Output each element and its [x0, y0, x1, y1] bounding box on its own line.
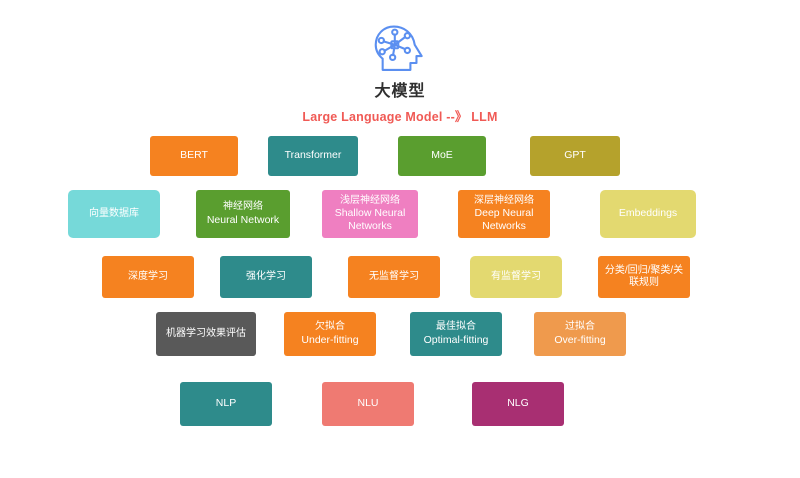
node-label: 深度学习 — [128, 271, 168, 284]
node-label-line: NLU — [357, 397, 379, 410]
node-nlu[interactable]: NLU — [322, 382, 414, 426]
node-nlg[interactable]: NLG — [472, 382, 564, 426]
page-subtitle: Large Language Model --》 LLM — [302, 110, 498, 124]
node-label: 强化学习 — [246, 271, 286, 284]
node-label-line: Shallow Neural — [334, 207, 406, 220]
node-reinforcement-learning[interactable]: 强化学习 — [220, 256, 312, 298]
node-label-line: Embeddings — [618, 207, 678, 220]
node-label-line: NLG — [507, 397, 529, 410]
node-label-line: 深度学习 — [128, 270, 168, 282]
node-label: Transformer — [285, 149, 342, 162]
brain-network-icon — [374, 25, 423, 71]
node-label-line: MoE — [431, 149, 453, 162]
node-label-line: Neural Network — [206, 213, 280, 226]
node-label: NLU — [357, 397, 378, 410]
node-label-line: GPT — [564, 149, 586, 162]
node-label-line: 强化学习 — [246, 270, 286, 282]
node-vector-database[interactable]: 向量数据库 — [68, 190, 160, 238]
node-label: NLP — [216, 397, 236, 410]
node-transformer[interactable]: Transformer — [268, 136, 358, 176]
node-label-line: Networks — [482, 220, 526, 233]
node-supervised-learning[interactable]: 有监督学习 — [470, 256, 562, 298]
node-label: 机器学习效果评估 — [166, 328, 246, 341]
page-header: 大模型 Large Language Model --》 LLM — [0, 24, 800, 125]
node-label: GPT — [564, 149, 586, 162]
node-label: 分类/回归/聚类/关联规则 — [605, 265, 683, 290]
node-label-line: Optimal-fitting — [423, 333, 489, 346]
node-label-line: 有监督学习 — [491, 270, 541, 282]
node-label-line: 神经网络 — [222, 201, 263, 213]
node-label-line: 浅层神经网络 — [340, 194, 400, 206]
node-label-line: Deep Neural — [474, 207, 534, 220]
node-label-line: Networks — [348, 220, 392, 233]
node-label-line: BERT — [180, 149, 208, 162]
node-label: NLG — [507, 397, 529, 410]
node-label: Embeddings — [619, 207, 677, 220]
node-label-line: Transformer — [284, 149, 342, 162]
node-label-line: Under-fitting — [301, 333, 359, 346]
node-unsupervised-learning[interactable]: 无监督学习 — [348, 256, 440, 298]
node-label: MoE — [431, 149, 453, 162]
node-moe[interactable]: MoE — [398, 136, 486, 176]
node-tasks[interactable]: 分类/回归/聚类/关联规则 — [598, 256, 690, 298]
node-label-line: 最佳拟合 — [436, 321, 476, 333]
node-label: 无监督学习 — [369, 271, 419, 284]
node-label: BERT — [180, 149, 208, 162]
node-label: 向量数据库 — [89, 208, 139, 221]
node-bert[interactable]: BERT — [150, 136, 238, 176]
node-label-line: 向量数据库 — [89, 207, 139, 219]
node-deep-learning[interactable]: 深度学习 — [102, 256, 194, 298]
node-label-line: 欠拟合 — [314, 321, 345, 333]
node-label-line: 联规则 — [629, 277, 659, 288]
node-label-line: 深层神经网络 — [474, 194, 534, 206]
node-label-line: Over-fitting — [554, 333, 606, 346]
node-ml-evaluation[interactable]: 机器学习效果评估 — [156, 312, 256, 356]
node-embeddings[interactable]: Embeddings — [600, 190, 696, 238]
node-label-line: 机器学习效果评估 — [166, 327, 246, 339]
node-label-line: 无监督学习 — [369, 270, 419, 282]
node-label: 有监督学习 — [491, 271, 541, 284]
node-nlp[interactable]: NLP — [180, 382, 272, 426]
node-label-line: 分类/回归/聚类/关 — [604, 264, 684, 276]
node-label-line: NLP — [215, 397, 237, 410]
node-label-line: 过拟合 — [564, 321, 595, 333]
page-title: 大模型 — [374, 83, 426, 100]
node-gpt[interactable]: GPT — [530, 136, 620, 176]
